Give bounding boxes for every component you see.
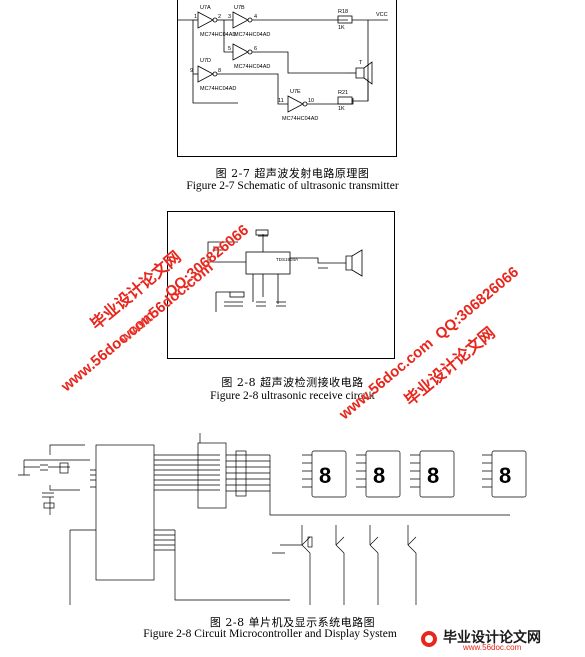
- receiver-circuit-drawing: TDS1904A: [207, 229, 363, 312]
- pin-label: 11: [278, 98, 284, 104]
- logo-icon: [421, 631, 437, 647]
- speaker-label: T: [359, 60, 363, 66]
- figure-2-8-caption-en: Figure 2-8 ultrasonic receive circuit: [210, 390, 375, 402]
- site-logo: 毕业设计论文网 www.56doc.com: [419, 627, 579, 653]
- pin-label: 8: [218, 68, 221, 74]
- receiver-schematic: TDS1904A: [167, 211, 395, 359]
- ic-a-label: MC74HC04AD: [200, 32, 236, 38]
- u7b-label: U7B: [234, 5, 245, 11]
- logo-url-text: www.56doc.com: [463, 643, 522, 652]
- pin-label: 5: [228, 46, 231, 52]
- display-digit-1: 8: [319, 463, 331, 488]
- figure-2-7-caption-en: Figure 2-7 Schematic of ultrasonic trans…: [186, 180, 399, 192]
- vcc-label: VCC: [376, 12, 388, 18]
- mcu-display-schematic: 8 8 8 8: [10, 425, 530, 615]
- pin-label: 2: [218, 14, 221, 20]
- pin-label: 10: [308, 98, 314, 104]
- ic-d-label: MC74HC04AD: [200, 86, 236, 92]
- logo-brand-text: 毕业设计论文网: [443, 630, 541, 646]
- u7e-label: U7E: [290, 89, 301, 95]
- display-digit-4: 8: [499, 463, 511, 488]
- figure-2-7-caption-cn: 图 2-7 超声波发射电路原理图: [215, 167, 370, 180]
- u7a-label: U7A: [200, 5, 211, 11]
- display-digit-3: 8: [427, 463, 439, 488]
- transmitter-circuit-drawing: U7A U7B MC74HC04AD MC74HC04AD MC74HC04AD…: [178, 5, 388, 122]
- pin-label: 6: [254, 46, 257, 52]
- ic-e-label: MC74HC04AD: [282, 116, 318, 122]
- r18-value: 1K: [338, 25, 345, 31]
- pin-label: 3: [228, 14, 231, 20]
- ic-b-label: MC74HC04AD: [234, 32, 270, 38]
- r18-label: R18: [338, 9, 348, 15]
- transmitter-schematic: U7A U7B MC74HC04AD MC74HC04AD MC74HC04AD…: [177, 0, 397, 157]
- mcu-circuit-drawing: 8 8 8 8: [18, 433, 527, 605]
- figure-2-8-caption-cn: 图 2-8 超声波检测接收电路: [221, 376, 364, 389]
- figure-2-8b-caption-en: Figure 2-8 Circuit Microcontroller and D…: [143, 628, 397, 640]
- pin-label: 4: [254, 14, 257, 20]
- r21-label: R21: [338, 90, 348, 96]
- display-digit-2: 8: [373, 463, 385, 488]
- chip-label: TDS1904A: [276, 257, 298, 262]
- pin-label: 1: [194, 14, 197, 20]
- ic-c-label: MC74HC04AD: [234, 64, 270, 70]
- r21-value: 1K: [338, 106, 345, 112]
- pin-label: 9: [190, 68, 193, 74]
- u7d-label: U7D: [200, 58, 211, 64]
- figure-2-8b-caption-cn: 图 2-8 单片机及显示系统电路图: [209, 616, 376, 629]
